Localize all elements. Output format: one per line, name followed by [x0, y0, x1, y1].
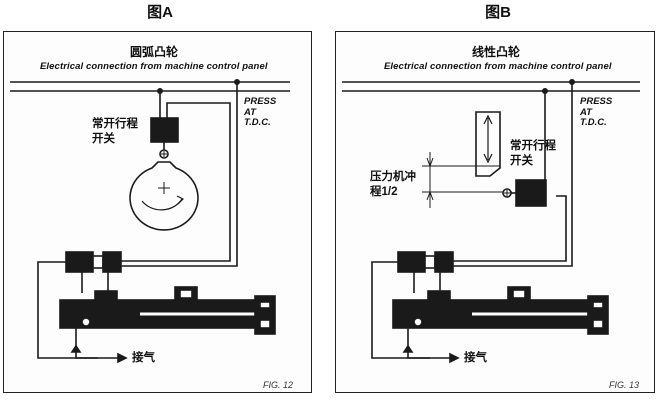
figure-a-arc-cam — [129, 161, 199, 231]
figure-a-connection-caption: Electrical connection from machine contr… — [40, 61, 268, 72]
figure-b-air-arrow — [449, 352, 460, 364]
figure-b-switch-label-line-1: 常开行程 — [510, 140, 556, 152]
figure-a-press-line-3: T.D.C. — [244, 117, 271, 128]
figure-b-limit-switch — [515, 179, 547, 207]
figure-a-press-label: PRESS AT T.D.C. — [244, 96, 277, 129]
figure-b-stroke-label: 压力机冲 程1/2 — [370, 170, 416, 200]
figure-b-press-line-2: AT — [580, 106, 592, 118]
figure-a-cam-title: 圆弧凸轮 — [130, 45, 179, 59]
figure-a-air-arrow — [117, 352, 128, 364]
figure-b-switch-label-line-2: 开关 — [510, 155, 533, 167]
figure-b-drawing — [342, 79, 640, 364]
figure-a-switch-label: 常开行程 开关 — [92, 117, 138, 147]
figure-a-fig-number: FIG. 12 — [263, 380, 294, 390]
figure-a-drawing — [10, 79, 290, 364]
figure-b-valve-body — [397, 251, 426, 273]
figure-a-press-line-2: AT — [244, 106, 256, 118]
figure-b-stroke-label-line-2: 程1/2 — [370, 186, 398, 198]
figure-a-valve-body — [65, 251, 94, 273]
figure-a-press-wire — [112, 82, 238, 267]
figure-b-press-line-1: PRESS — [580, 96, 613, 107]
figure-b-fig-number: FIG. 13 — [609, 380, 640, 390]
figure-a-heading: 图A — [147, 4, 173, 21]
figure-b-switch-label: 常开行程 开关 — [510, 139, 556, 169]
figure-a-switch-label-line-2: 开关 — [92, 133, 115, 145]
figure-a-air-label: 接气 — [132, 352, 155, 364]
figure-b-press-label: PRESS AT T.D.C. — [580, 96, 613, 129]
figure-b-air-line — [407, 328, 450, 359]
figure-b-air-label: 接气 — [464, 352, 487, 364]
figure-b-heading: 图B — [485, 4, 511, 21]
figure-b-connection-caption: Electrical connection from machine contr… — [384, 61, 612, 72]
figure-a-switch-wire-right — [112, 102, 231, 262]
figure-b-press-line-3: T.D.C. — [580, 117, 607, 128]
figure-a-limit-switch — [150, 117, 179, 143]
figure-a-switch-label-line-1: 常开行程 — [92, 118, 138, 130]
figure-b-cam-title: 线性凸轮 — [472, 45, 521, 59]
figure-a-press-line-1: PRESS — [244, 96, 277, 107]
figure-b-linear-cam — [475, 111, 501, 177]
figure-a-air-line — [75, 328, 118, 359]
figure-b-stroke-label-line-1: 压力机冲 — [370, 171, 416, 183]
figure-b-press-wire — [442, 82, 573, 267]
